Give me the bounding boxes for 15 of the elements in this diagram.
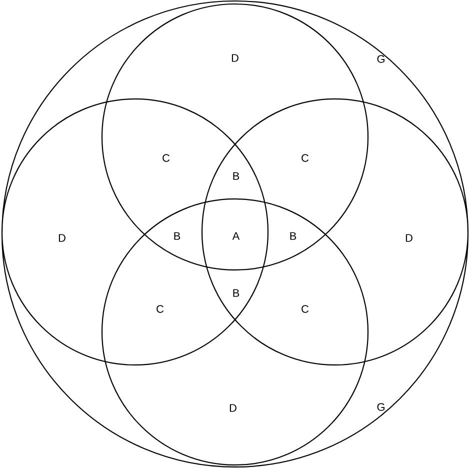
region-label: C [162,154,170,162]
region-label: C [302,154,309,162]
region-label: G [377,55,384,63]
region-label: B [290,232,296,240]
region-label: B [174,232,180,240]
region-label: D [232,54,238,62]
region-label: D [58,234,66,242]
region-label: C [302,305,309,313]
region-label: D [230,404,236,412]
region-label: B [233,289,240,297]
region-label: A [232,232,240,240]
region-label: D [406,234,412,242]
region-label: G [377,403,384,411]
region-label: C [156,305,164,313]
region-label: B [233,172,240,180]
